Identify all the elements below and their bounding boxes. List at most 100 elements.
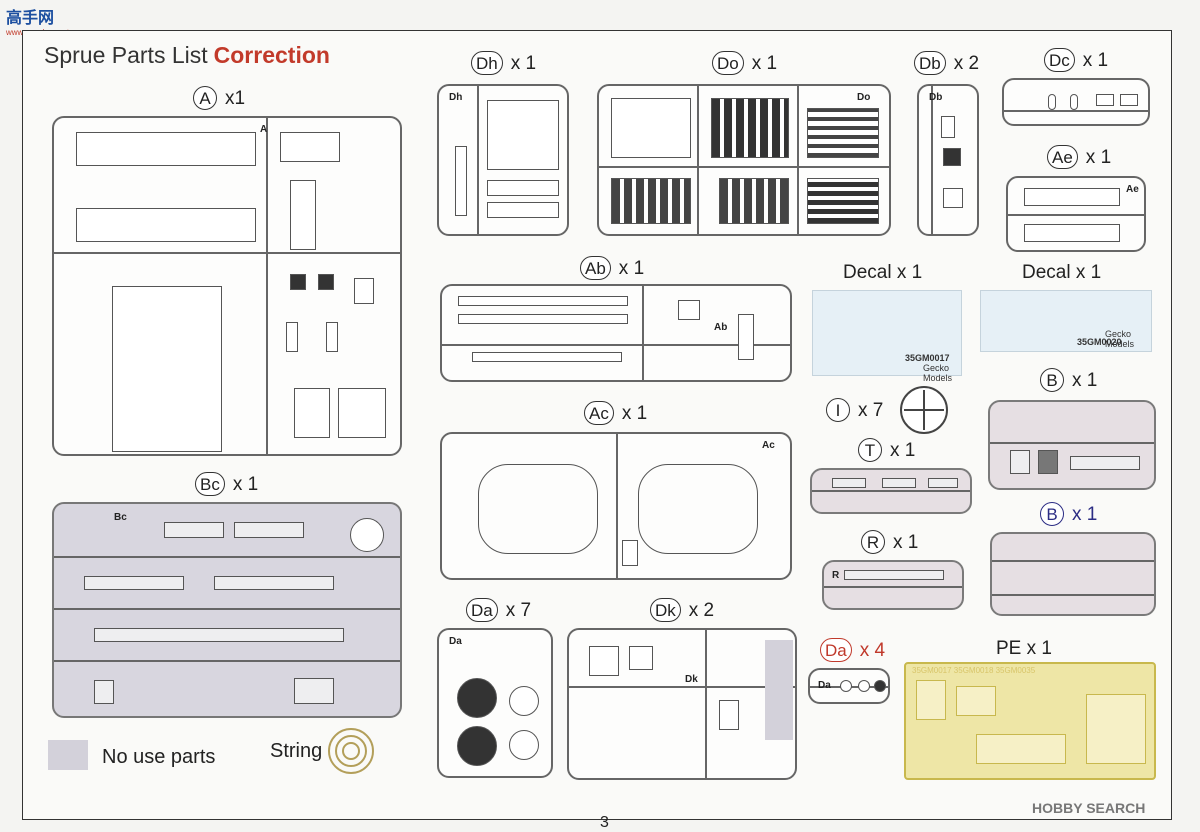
sprue-tag: R: [832, 570, 840, 581]
sprue-code: Ac: [584, 401, 614, 425]
no-use-label: No use parts: [102, 746, 216, 768]
small-part: [1024, 224, 1120, 242]
sprue-B-alt: [990, 532, 1156, 616]
small-part: [738, 314, 754, 360]
crate-part: [807, 178, 879, 224]
small-part: [622, 540, 638, 566]
small-part: [280, 132, 340, 162]
pe-part: [976, 734, 1066, 764]
wheel-part: [457, 678, 497, 718]
small-part: [844, 570, 944, 580]
small-part: [326, 322, 338, 352]
sprue-T: [810, 468, 972, 514]
sprue-qty: x 2: [953, 53, 980, 74]
small-part: [487, 180, 559, 196]
sprue-B: [988, 400, 1156, 490]
small-part: [943, 188, 963, 208]
sprue-code: Da: [820, 638, 852, 662]
sprue-code: Do: [712, 51, 744, 75]
small-part: [318, 274, 334, 290]
frame-part: [478, 464, 598, 554]
no-use-swatch: [48, 740, 88, 770]
small-part: [286, 322, 298, 352]
small-part: [294, 388, 330, 438]
hull-side-part: [76, 208, 256, 242]
small-part: [589, 646, 619, 676]
small-part: [928, 478, 958, 488]
small-part: [290, 274, 306, 290]
title-correction: Correction: [213, 42, 330, 68]
pe-part: [916, 680, 946, 720]
string-label: String: [270, 740, 323, 762]
sprue-qty: x 1: [232, 474, 259, 495]
crate-part: [711, 98, 789, 158]
sprue-code: Dc: [1044, 48, 1075, 72]
watermark: HOBBY SEARCH: [1032, 800, 1146, 816]
sprue-code: B: [1040, 502, 1064, 526]
wheel-part: [457, 726, 497, 766]
sprue-Dc: [1002, 78, 1150, 126]
pe-part: [956, 686, 996, 716]
small-part: [941, 116, 955, 138]
sprue-code: Bc: [195, 472, 225, 496]
sprue-qty: x 1: [890, 440, 916, 461]
small-part: [94, 680, 114, 704]
sprue-Bc: Bc: [52, 502, 402, 718]
sprue-code: A: [193, 86, 217, 110]
small-part: [1024, 188, 1120, 206]
page-number: 3: [600, 814, 609, 831]
sprue-A: A: [52, 116, 402, 456]
small-part: [354, 278, 374, 304]
small-part: [1120, 94, 1138, 106]
crate-part: [611, 178, 691, 224]
small-part: [1070, 456, 1140, 470]
wheel-part: [509, 730, 539, 760]
pe-part: [1086, 694, 1146, 764]
sprue-Db: Db: [917, 84, 979, 236]
sprue-label-Db: Db x 2: [914, 51, 979, 75]
sprue-tag: Bc: [114, 512, 127, 523]
frame-part: [638, 464, 758, 554]
small-part: [294, 678, 334, 704]
decal-sheet-1: 35GM0017 Gecko Models: [812, 290, 962, 383]
small-part: [840, 680, 852, 692]
sprue-tag: Do: [857, 92, 871, 103]
pe-codes: 35GM0017 35GM0018 35GM0035: [912, 666, 1036, 675]
small-part: [472, 352, 622, 362]
decal-sheet-2: 35GM0020 Gecko Models: [980, 290, 1152, 352]
sprue-Dh: Dh: [437, 84, 569, 236]
small-part: [858, 680, 870, 692]
sprue-qty: x 2: [688, 600, 715, 621]
sprue-tag: Ae: [1126, 184, 1139, 195]
small-part: [487, 202, 559, 218]
sprue-tag: Ac: [762, 440, 775, 451]
small-part: [1070, 94, 1078, 110]
sprue-tag: Db: [929, 92, 943, 103]
wheel-part: [509, 686, 539, 716]
pe-label: PE x 1: [996, 638, 1052, 659]
hull-floor-part: [112, 286, 222, 452]
sprue-Da: Da: [437, 628, 553, 778]
sprue-tag: Da: [818, 680, 831, 691]
small-part: [84, 576, 184, 590]
small-part: [1048, 94, 1056, 110]
sprue-code: Db: [914, 51, 946, 75]
sprue-label-Bc: Bc x 1: [195, 472, 258, 496]
small-part: [458, 314, 628, 324]
sprue-tag: Ab: [714, 322, 728, 333]
crate-part: [807, 108, 879, 158]
small-part: [455, 146, 467, 216]
sprue-code: Dk: [650, 598, 681, 622]
small-part: [234, 522, 304, 538]
logo-text: 高手网: [6, 10, 55, 27]
title-text: Sprue Parts List: [44, 42, 208, 68]
